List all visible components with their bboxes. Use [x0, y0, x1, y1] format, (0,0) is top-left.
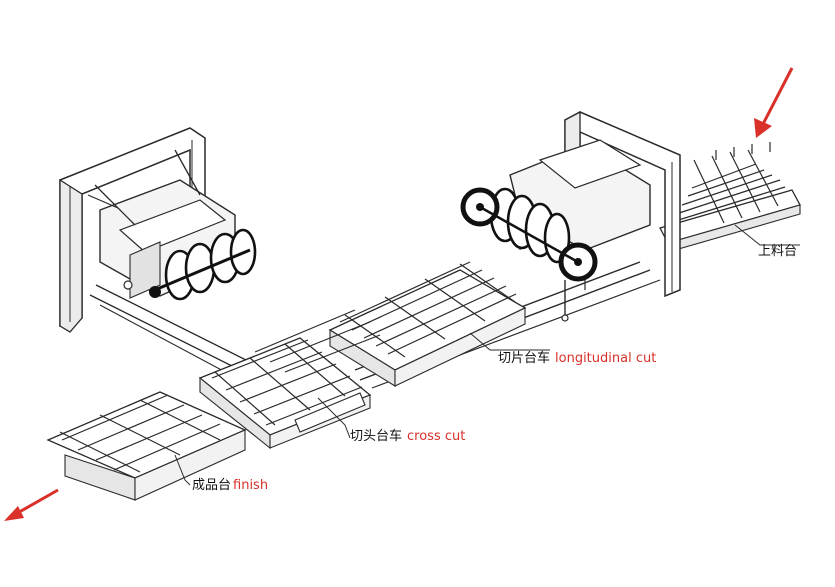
- feeding-table: [659, 142, 801, 253]
- longitudinal-cut-carriage: [328, 261, 527, 387]
- longitudinal-cut-machine: [460, 110, 681, 322]
- label-feeding-table: 上料台: [758, 244, 797, 260]
- label-cross-cut-en: cross cut: [407, 429, 466, 444]
- cross-cut-carriage: [198, 309, 381, 450]
- flow-arrow-in: [754, 67, 794, 138]
- label-feeding-table-zh: 上料台: [758, 244, 798, 259]
- flow-arrow-out: [4, 488, 59, 521]
- label-longitudinal-cut: 切片台车 longitudinal cut: [498, 351, 656, 367]
- label-finish-zh: 成品台: [192, 478, 232, 493]
- label-longitudinal-cut-zh: 切片台车: [498, 351, 551, 366]
- label-cross-cut: 切头台车 cross cut: [350, 429, 465, 445]
- label-longitudinal-cut-en: longitudinal cut: [555, 351, 657, 366]
- finish-table: [46, 391, 247, 501]
- label-cross-cut-zh: 切头台车: [350, 429, 403, 444]
- leader-lines: [174, 224, 800, 486]
- label-finish-en: finish: [233, 478, 269, 493]
- cross-cut-machine: [59, 127, 257, 333]
